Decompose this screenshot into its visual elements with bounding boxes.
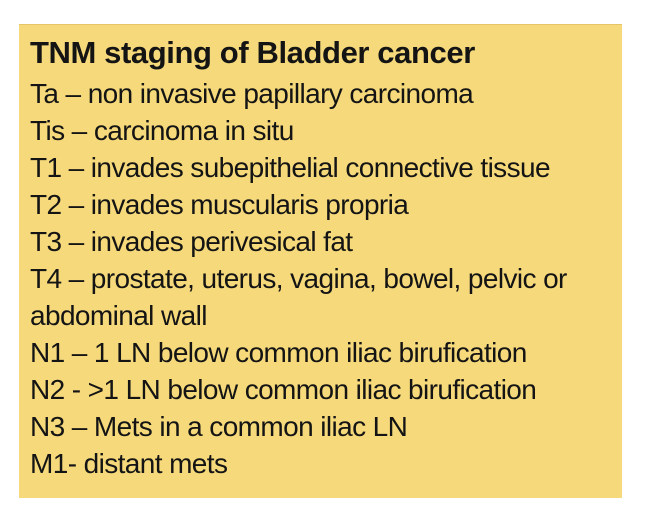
staging-line-t2: T2 – invades muscularis propria bbox=[30, 189, 409, 220]
staging-line-n3: N3 – Mets in a common iliac LN bbox=[30, 411, 408, 442]
staging-line-n2: N2 - >1 LN below common iliac biruficati… bbox=[30, 374, 537, 405]
staging-line-tis: Tis – carcinoma in situ bbox=[30, 115, 294, 146]
staging-line-t1: T1 – invades subepithelial connective ti… bbox=[30, 152, 551, 183]
staging-line-m1: M1- distant mets bbox=[30, 448, 228, 479]
card-title: TNM staging of Bladder cancer bbox=[30, 35, 475, 70]
staging-line-n1: N1 – 1 LN below common iliac biruficatio… bbox=[30, 337, 527, 368]
staging-line-t3: T3 – invades perivesical fat bbox=[30, 226, 353, 257]
tnm-staging-card: TNM staging of Bladder cancer Ta – non i… bbox=[19, 24, 622, 498]
staging-line-t4: T4 – prostate, uterus, vagina, bowel, pe… bbox=[30, 263, 567, 294]
staging-line-ta: Ta – non invasive papillary carcinoma bbox=[30, 78, 474, 109]
staging-line-t4-wrap: abdominal wall bbox=[30, 300, 207, 331]
